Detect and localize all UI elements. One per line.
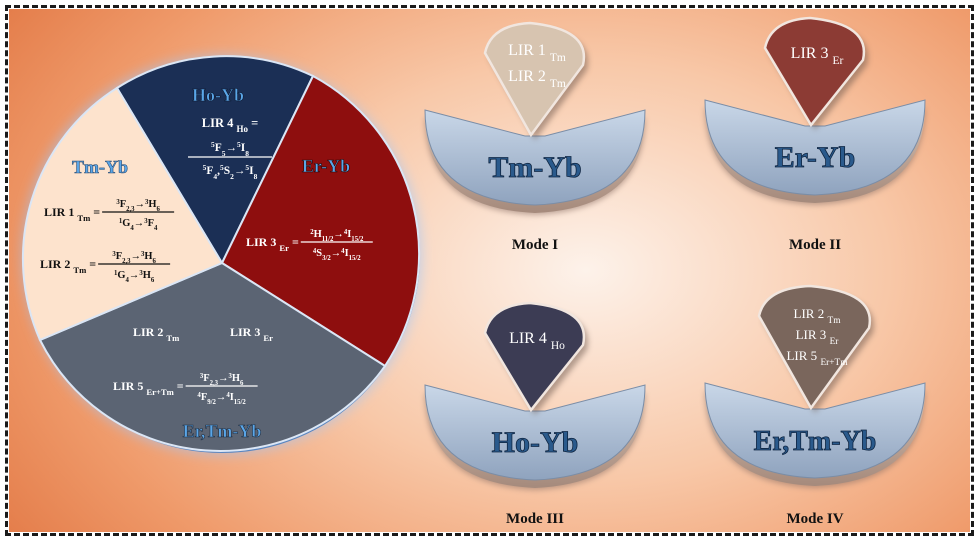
wedge-lir-line: LIR 3 Er [791,45,844,67]
svg-text:LIR 2 Tm: LIR 2 Tm [794,306,842,326]
svg-text:LIR 1 Tm =: LIR 1 Tm = [44,205,100,223]
svg-text:LIR 4 Ho =: LIR 4 Ho = [202,116,259,134]
svg-text:1G4→3F4: 1G4→3F4 [119,218,158,232]
svg-text:LIR 3 Er: LIR 3 Er [230,325,273,343]
ho-yb-title: Ho-Yb [192,85,244,105]
svg-text:3F2,3→3H6: 3F2,3→3H6 [116,199,160,213]
ertm-formula: LIR 5 Er+Tm = 3F2,3→3H6 4F9/2→4I15/2 [113,373,258,406]
wedge-lir-line: LIR 4 Ho [509,330,565,352]
svg-text:LIR 3 Er =: LIR 3 Er = [246,235,299,253]
wedge-lir-line: LIR 2 Tm [508,68,566,90]
svg-text:LIR 3 Er: LIR 3 Er [796,327,840,347]
tray-label: Er-Yb [775,141,856,174]
wedge [763,16,866,128]
tray [424,109,646,206]
wedge-lir-line: LIR 2 Tm [794,306,842,326]
ho-yb-formula: LIR 4 Ho = 5F5→5I8 5F4,5S2→5I8 [188,116,272,181]
wedge-lir-line: LIR 1 Tm [508,42,566,64]
ertm-lir3: LIR 3 Er [230,325,273,343]
tray-label: Er,Tm-Yb [754,426,877,457]
pie-chart: Ho-Yb LIR 4 Ho = 5F5→5I8 5F4,5S2→5I8 Er-Yb… [21,55,422,455]
ertm-lir2: LIR 2 Tm [133,325,180,343]
tray [704,382,926,479]
mode-label: Mode III [506,511,564,527]
svg-text:LIR 1 Tm: LIR 1 Tm [508,42,566,64]
tm-yb-formula-2: LIR 2 Tm = 3F2,3→3H6 1G4→3H6 [40,251,171,284]
tm-yb-title: Tm-Yb [72,157,128,177]
tray [704,99,926,196]
svg-text:LIR 5 Er+Tm: LIR 5 Er+Tm [786,348,848,368]
svg-text:LIR 3 Er: LIR 3 Er [791,45,844,67]
er-yb-formula: LIR 3 Er = 2H11/2→4I15/2 4S3/2→4I15/2 [246,229,373,262]
svg-text:3F2,3→3H6: 3F2,3→3H6 [112,251,156,265]
tray [424,384,646,481]
mode-label: Mode IV [786,511,843,527]
segment-tm-yb [21,86,224,342]
tm-yb-formula-1: LIR 1 Tm = 3F2,3→3H6 1G4→3F4 [44,199,175,232]
svg-text:LIR 2 Tm =: LIR 2 Tm = [40,257,96,275]
tray-label: Ho-Yb [492,426,579,459]
segment-ertm-yb [38,261,387,452]
svg-text:5F4,5S2→5I8: 5F4,5S2→5I8 [203,163,258,181]
dashed-border [5,5,974,536]
segment-ho-yb [115,55,315,266]
svg-text:LIR 5 Er+Tm =: LIR 5 Er+Tm = [113,379,184,397]
wedge [483,301,586,413]
mode-label: Mode II [789,237,841,253]
svg-text:LIR 2 Tm: LIR 2 Tm [508,68,566,90]
svg-text:LIR 2 Tm: LIR 2 Tm [133,325,180,343]
wedge-lir-line: LIR 5 Er+Tm [786,348,848,368]
mode-label: Mode I [512,237,558,253]
svg-text:5F5→5I8: 5F5→5I8 [211,140,249,158]
wedge-lir-line: LIR 3 Er [796,327,840,347]
svg-text:3F2,3→3H6: 3F2,3→3H6 [200,373,244,387]
wedge [483,21,586,138]
ertm-yb-title: Er,Tm-Yb [183,421,262,441]
tray-label: Tm-Yb [488,151,581,184]
er-yb-title: Er-Yb [302,156,350,176]
svg-text:LIR 4 Ho: LIR 4 Ho [509,330,565,352]
svg-text:4S3/2→4I15/2: 4S3/2→4I15/2 [313,248,361,262]
wedge [757,284,872,411]
svg-text:1G4→3H6: 1G4→3H6 [114,270,155,284]
svg-text:2H11/2→4I15/2: 2H11/2→4I15/2 [310,229,364,243]
svg-text:4F9/2→4I15/2: 4F9/2→4I15/2 [197,392,246,406]
